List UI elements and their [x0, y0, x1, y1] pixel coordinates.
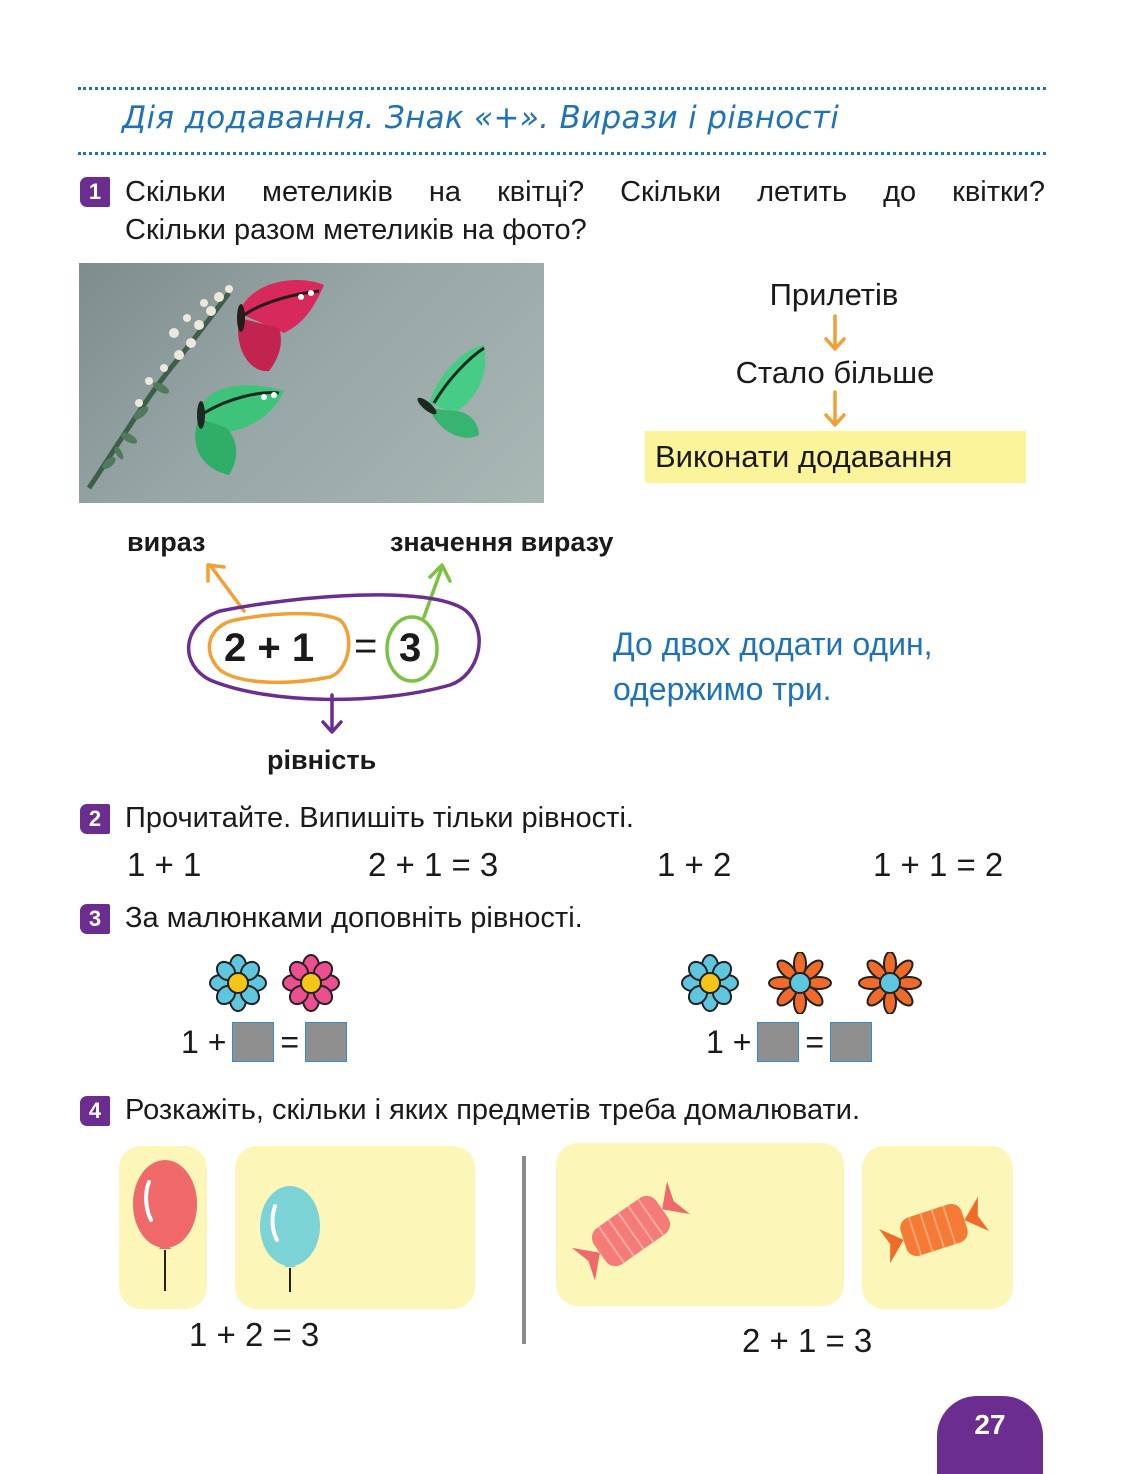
- blue-flower-icon: [681, 954, 739, 1012]
- reading-text: До двох додати один, одержимо три.: [613, 622, 933, 712]
- butterflies-photo: [79, 263, 544, 503]
- task-4-number: 4: [80, 1096, 110, 1126]
- flower-group-right: [681, 952, 922, 1014]
- task-2-item-1: 1 + 1: [127, 846, 202, 883]
- header-dotted-line-top: [78, 87, 1046, 90]
- task-1-text-line2: Скільки разом метеликів на фото?: [125, 214, 587, 246]
- equality-diagram: [186, 563, 481, 734]
- outer-equality-loop: [186, 593, 481, 702]
- pink-flower-icon: [282, 954, 340, 1012]
- page-number: 27: [937, 1396, 1043, 1474]
- flower-group-left: [209, 954, 340, 1012]
- orange-flower-icon: [768, 952, 832, 1014]
- lesson-title: Дія додавання. Знак «+». Вирази і рівнос…: [122, 100, 840, 136]
- task-1-number: 1: [80, 177, 110, 207]
- task-3-number: 3: [80, 904, 110, 934]
- arrow-equality-icon: [321, 693, 343, 734]
- task-2-text: Прочитайте. Випишіть тільки рівності.: [125, 802, 634, 834]
- flow-arrow-1-icon: [824, 314, 846, 351]
- arrow-expression-icon: [206, 563, 246, 613]
- candy-panel-small: [862, 1146, 1013, 1309]
- balloon-panel-large: [235, 1146, 475, 1309]
- candy-panel-large: [556, 1143, 844, 1306]
- reading-line-1: До двох додати один,: [613, 626, 933, 662]
- flow-arrow-2-icon: [824, 390, 846, 427]
- label-expression-value: значення виразу: [390, 527, 614, 557]
- reading-line-2: одержимо три.: [613, 671, 832, 707]
- eq1-answer-box-2[interactable]: [305, 1022, 348, 1062]
- task-4-text: Розкажіть, скільки і яких предметів треб…: [125, 1094, 860, 1126]
- section-divider: [522, 1156, 526, 1344]
- eq1-prefix: 1 +: [181, 1023, 227, 1060]
- task-3-text: За малюнками доповніть рівності.: [125, 902, 583, 934]
- task-3-equation-1: 1 + =: [181, 1022, 348, 1062]
- flow-result-box: Виконати додавання: [645, 431, 1026, 483]
- flow-step-arrived: Прилетів: [769, 277, 899, 312]
- blue-balloon-icon: [260, 1186, 320, 1292]
- eq2-equals: =: [805, 1023, 825, 1060]
- header-dotted-line-bottom: [78, 152, 1046, 155]
- label-expression: вираз: [127, 527, 206, 557]
- result-loop: [385, 615, 439, 683]
- flow-step-became-more: Стало більше: [735, 355, 935, 390]
- arrow-value-icon: [422, 563, 452, 619]
- task-3-equation-2: 1 + =: [706, 1022, 873, 1062]
- diagram-equals: =: [354, 624, 378, 668]
- eq2-answer-box-2[interactable]: [830, 1022, 873, 1062]
- blue-flower-icon: [209, 954, 267, 1012]
- task-4-equation-candies: 2 + 1 = 3: [742, 1322, 873, 1359]
- eq1-answer-box-1[interactable]: [232, 1022, 275, 1062]
- pink-candy-icon: [572, 1181, 690, 1281]
- task-2-item-4: 1 + 1 = 2: [873, 846, 1004, 883]
- task-1-text-line1: Скільки метеликів на квітці? Скільки лет…: [125, 176, 1045, 208]
- diagram-result: 3: [399, 626, 422, 670]
- task-2-item-3: 1 + 2: [657, 846, 732, 883]
- red-balloon-icon: [133, 1160, 197, 1291]
- task-2-item-2: 2 + 1 = 3: [368, 846, 499, 883]
- task-4-equation-balloons: 1 + 2 = 3: [189, 1316, 320, 1353]
- orange-candy-icon: [878, 1196, 990, 1264]
- expression-loop: [207, 611, 351, 685]
- label-equality: рівність: [267, 745, 377, 775]
- eq2-answer-box-1[interactable]: [757, 1022, 800, 1062]
- task-2-number: 2: [80, 804, 110, 834]
- orange-flower-icon: [858, 952, 922, 1014]
- eq2-prefix: 1 +: [706, 1023, 752, 1060]
- balloon-panel-small: [119, 1146, 207, 1309]
- flow-step-do-addition: Виконати додавання: [655, 439, 953, 474]
- diagram-expression: 2 + 1: [224, 626, 315, 670]
- eq1-equals: =: [280, 1023, 300, 1060]
